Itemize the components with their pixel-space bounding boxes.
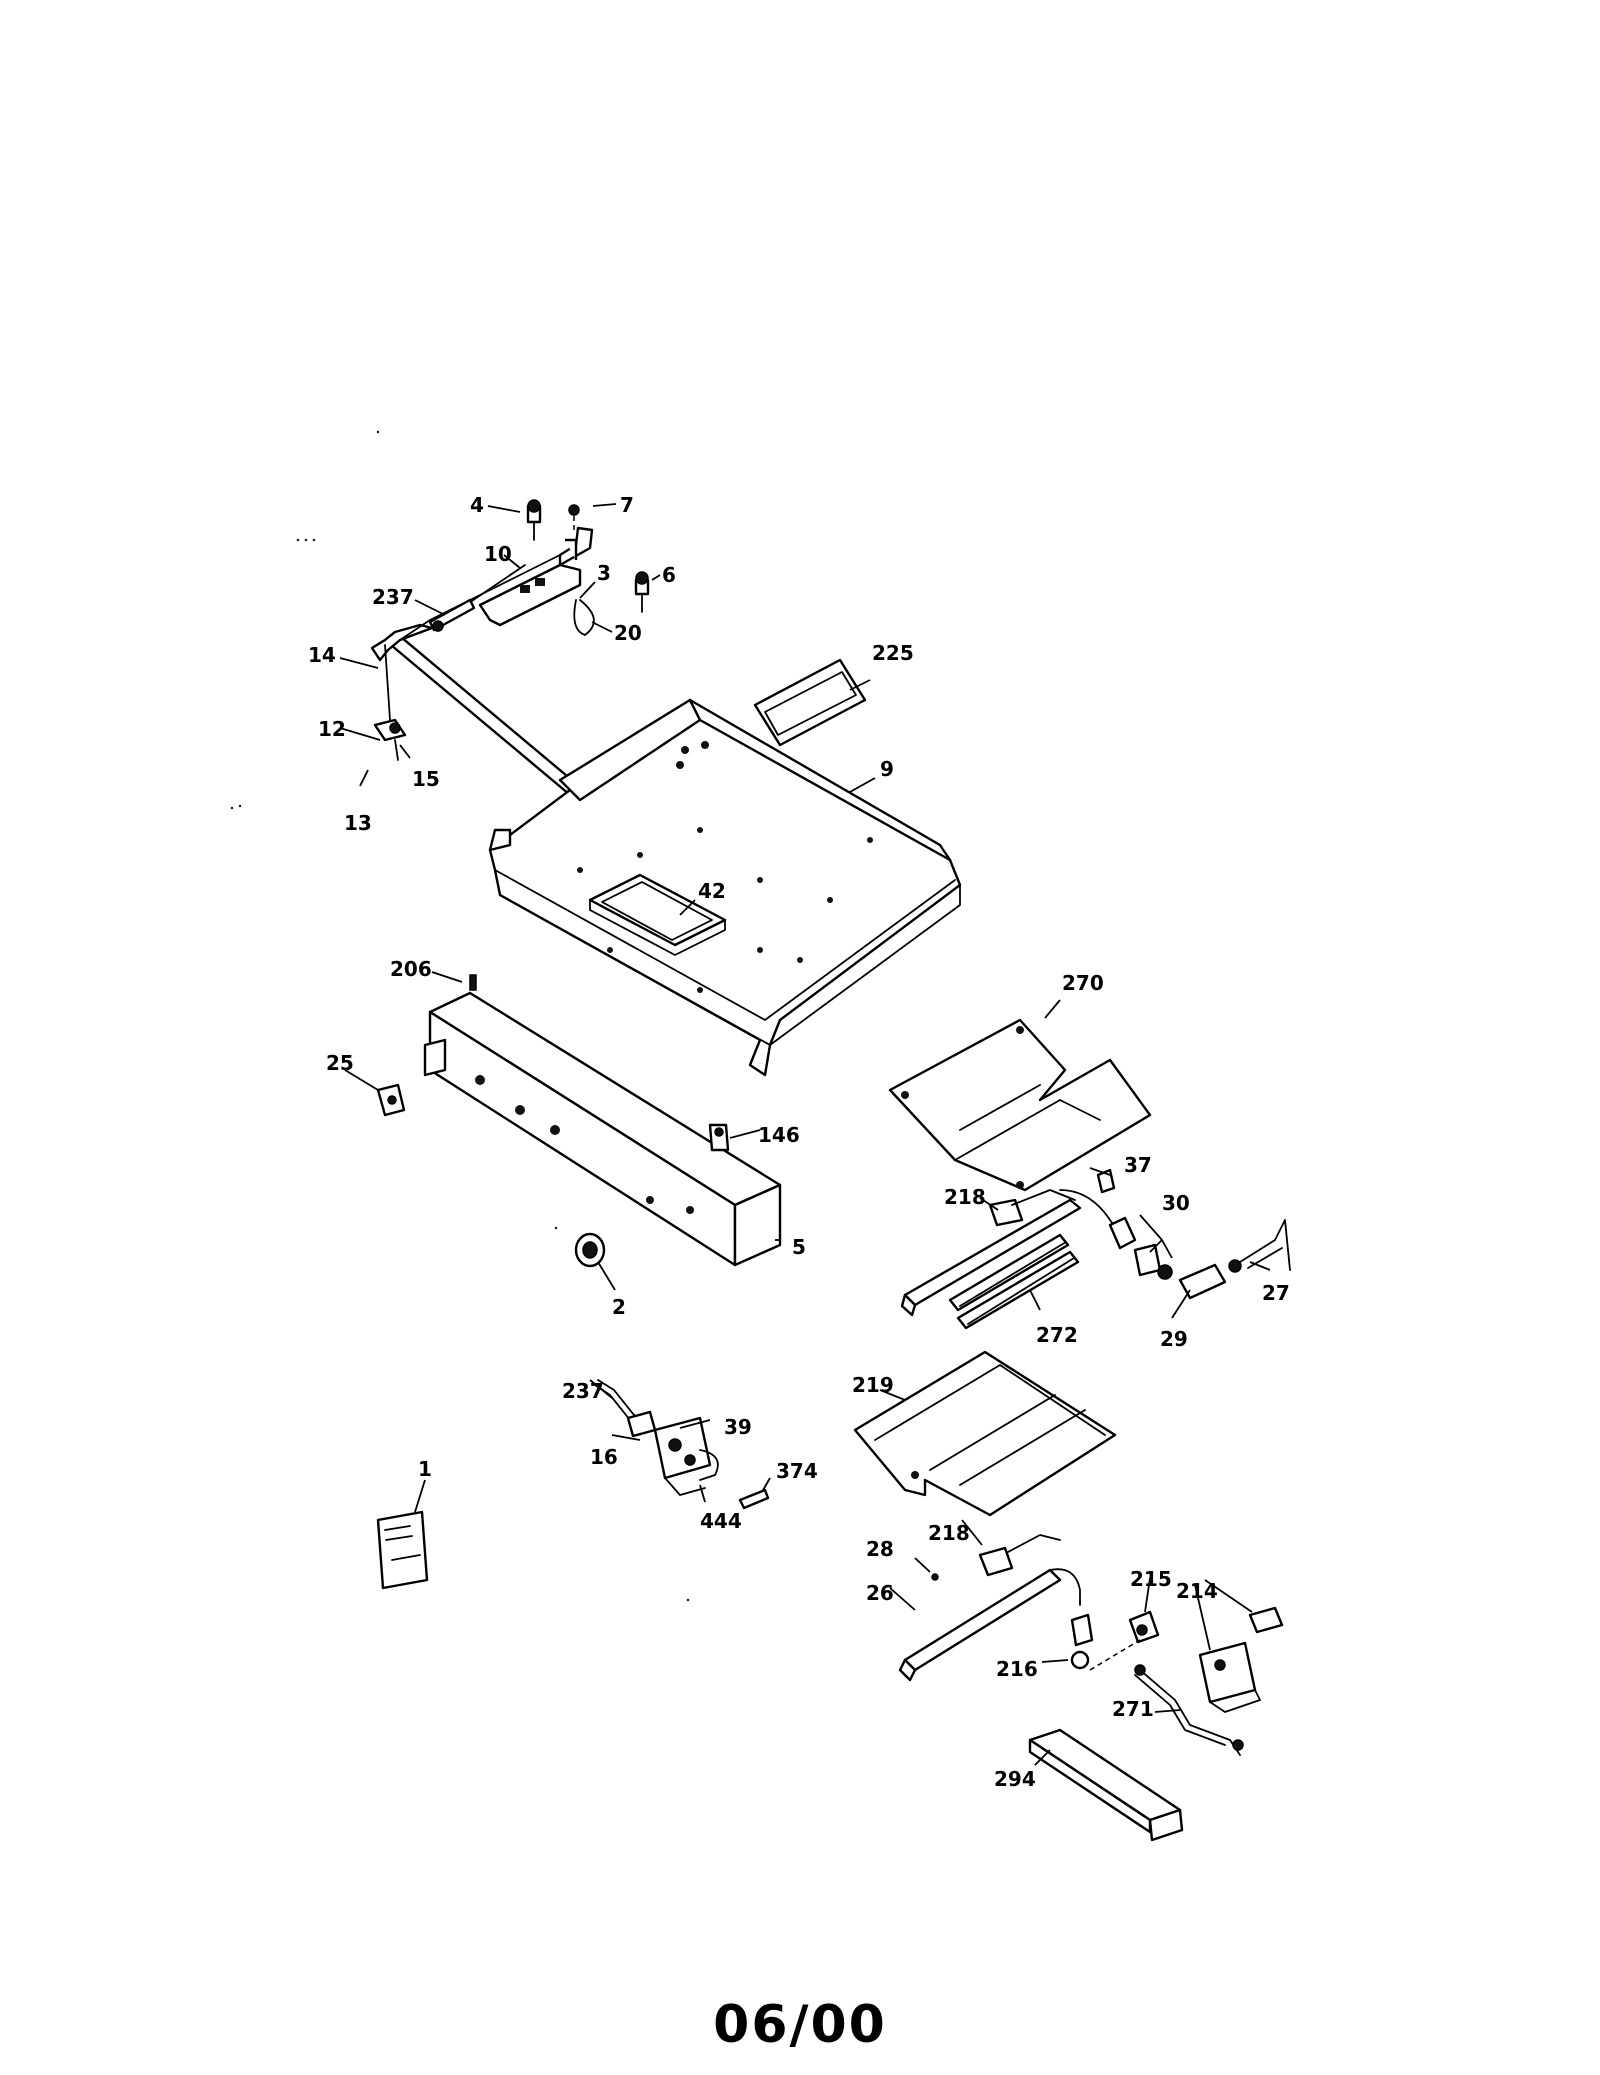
callout-20: 20 (614, 621, 642, 645)
orifice-hood-2 (634, 571, 650, 613)
thermocouple-215 (1128, 1610, 1160, 1644)
callout-25: 25 (326, 1051, 354, 1075)
fitting-30 (1133, 1243, 1173, 1280)
orifice-hood (526, 499, 542, 541)
igniter-218-top (988, 1189, 1076, 1227)
manual-book (376, 1510, 429, 1590)
callout-272: 272 (1036, 1323, 1078, 1347)
callout-labels: 4 7 10 3 6 20 237 14 12 15 13 225 9 42 2… (308, 493, 1290, 1791)
small-nut (568, 504, 580, 530)
leader-lines (339, 503, 1271, 1766)
callout-374: 374 (776, 1459, 818, 1483)
callout-1: 1 (418, 1457, 432, 1481)
callout-294: 294 (994, 1767, 1036, 1791)
callout-218-lower: 218 (928, 1521, 970, 1545)
callout-10: 10 (484, 542, 512, 566)
callout-6: 6 (662, 563, 676, 587)
callout-13: 13 (344, 811, 372, 835)
manifold-panel (423, 991, 782, 1267)
shield-panel-219 (853, 1350, 1117, 1517)
callout-37: 37 (1124, 1153, 1152, 1177)
heat-shield-plate (753, 658, 867, 747)
callout-214: 214 (1176, 1579, 1218, 1603)
pressure-regulator-214 (1198, 1641, 1261, 1713)
burner-bracket (478, 526, 594, 627)
screw-28 (931, 1573, 939, 1581)
burner-box-window (588, 873, 727, 956)
valve-29 (1178, 1259, 1242, 1300)
bracket-214 (1248, 1606, 1284, 1634)
loop-spring (573, 599, 595, 636)
callout-30: 30 (1162, 1191, 1190, 1215)
callout-5: 5 (792, 1235, 806, 1259)
callout-7: 7 (620, 493, 634, 517)
callout-237-lower: 237 (562, 1379, 604, 1403)
callout-27: 27 (1262, 1281, 1290, 1305)
callout-215: 215 (1130, 1567, 1172, 1591)
burner-26 (898, 1568, 1081, 1682)
callout-12: 12 (318, 717, 346, 741)
clip-146 (708, 1123, 730, 1152)
fitting-16 (626, 1410, 657, 1438)
callout-206: 206 (390, 957, 432, 981)
burner-tube-272 (948, 1233, 1080, 1330)
scan-specks (230, 430, 690, 1602)
igniter-218-lower (978, 1534, 1061, 1577)
callout-14: 14 (308, 643, 336, 667)
callout-2: 2 (612, 1295, 626, 1319)
callout-28: 28 (866, 1537, 894, 1561)
callout-218-upper: 218 (944, 1185, 986, 1209)
burner-box-plate (488, 698, 962, 1077)
pin-374 (738, 1488, 770, 1510)
clip-25 (376, 1083, 406, 1117)
callout-16: 16 (590, 1445, 618, 1469)
callout-39: 39 (724, 1415, 752, 1439)
tube-connector (428, 598, 476, 632)
callout-271: 271 (1112, 1697, 1154, 1721)
panel-294 (1028, 1728, 1184, 1842)
callout-29: 29 (1160, 1327, 1188, 1351)
callout-219: 219 (852, 1373, 894, 1397)
callout-216: 216 (996, 1657, 1038, 1681)
callout-42: 42 (698, 879, 726, 903)
callout-444: 444 (700, 1509, 742, 1533)
clip-37 (1096, 1168, 1116, 1194)
gas-line-27 (1239, 1219, 1291, 1271)
callout-225: 225 (872, 641, 914, 665)
callout-146: 146 (758, 1123, 800, 1147)
knob-2 (574, 1232, 606, 1268)
gas-valve-39 (653, 1416, 719, 1496)
callout-15: 15 (412, 767, 440, 791)
callout-4: 4 (470, 493, 484, 517)
callout-3: 3 (597, 561, 611, 585)
revision-date-code: 06/00 (713, 1995, 887, 2055)
callout-237-upper: 237 (372, 585, 414, 609)
fitting-216 (1070, 1613, 1141, 1671)
pilot-line-271 (1134, 1664, 1244, 1756)
callout-26: 26 (866, 1581, 894, 1605)
pilot-tube (1059, 1189, 1137, 1250)
callout-270: 270 (1062, 971, 1104, 995)
burner-bracket-26-top (900, 1198, 1082, 1317)
screw-206 (469, 974, 477, 991)
shield-panel-270 (888, 1018, 1152, 1192)
callout-9: 9 (880, 757, 894, 781)
